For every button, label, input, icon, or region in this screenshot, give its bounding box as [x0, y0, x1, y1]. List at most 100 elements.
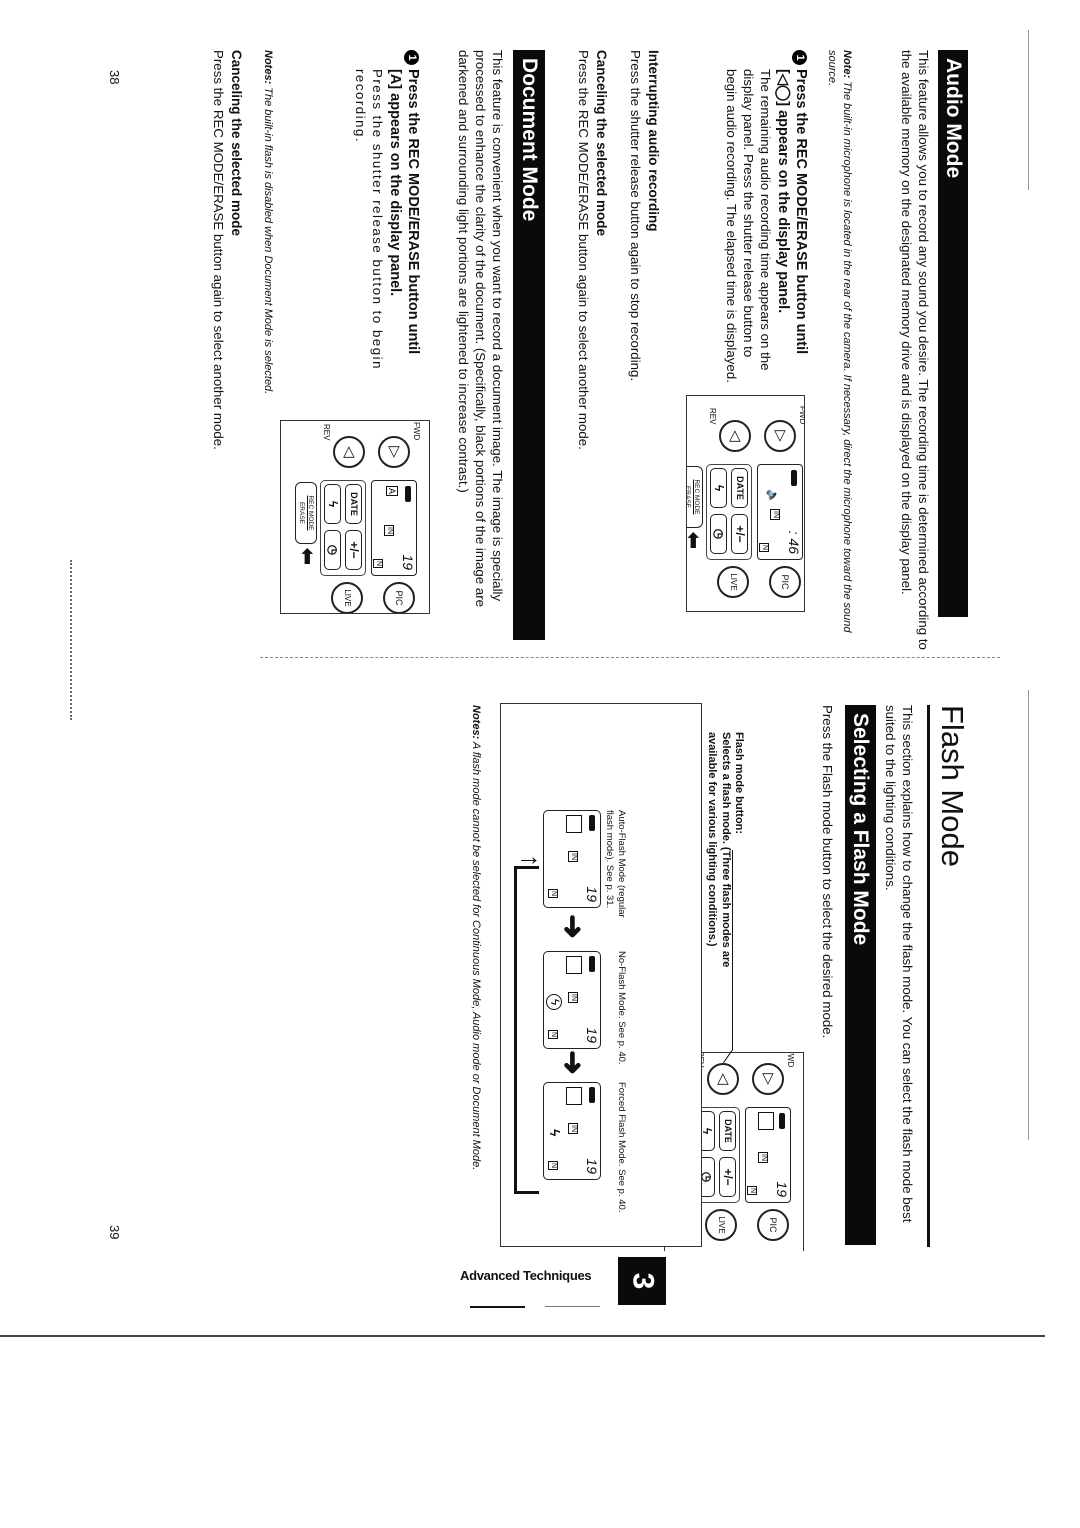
fwd-button: ▷: [752, 1063, 784, 1095]
interrupt-text: Press the shutter release button again t…: [628, 50, 643, 382]
step-heading-2: [◁◯] appears on the display panel.: [775, 69, 791, 314]
flash-instruction: Press the Flash mode button to select th…: [820, 705, 835, 1039]
erase-label: ERASE: [298, 501, 305, 525]
memory-in-icon: IN: [568, 992, 578, 1003]
frame-icon: [758, 1112, 774, 1130]
rev-button: ◁: [719, 420, 751, 452]
lcd-display: A IN N 19: [371, 480, 417, 576]
callout-text: Selects a flash mode. (Three flash modes…: [706, 732, 732, 968]
memory-in-icon: IN: [758, 1152, 768, 1163]
battery-icon: [791, 470, 797, 486]
rec-mode-label: REC MODE: [307, 495, 314, 531]
lcd-count: : 46: [786, 530, 802, 554]
flash-icon: ϟ: [547, 1129, 563, 1137]
fwd-button: ▷: [378, 436, 410, 468]
battery-icon: [589, 815, 595, 831]
rec-mode-label: REC MODE: [693, 479, 700, 515]
scan-artifact-line: [1028, 690, 1029, 1140]
document-intro: This feature is convenient when you want…: [456, 50, 505, 608]
live-button: LIVE: [717, 566, 749, 598]
camera-control-panel: FWD ▷ ◁ REV 🔈 IN N : 46 DATE +/− ϟ ◷ REC…: [686, 406, 805, 598]
page-number-right: 39: [107, 1225, 122, 1240]
quality-icon: N: [747, 1186, 757, 1196]
flash-mode-title: Flash Mode: [935, 705, 970, 867]
arrow-up-icon: ↑: [516, 854, 546, 867]
pic-button: PIC: [757, 1209, 789, 1241]
section-label: Advanced Techniques: [460, 1268, 592, 1283]
note-text: The built-in microphone is located in th…: [826, 50, 853, 633]
audio-step-1: 1Press the REC MODE/ERASE button until […: [723, 50, 810, 385]
document-step-1: 1Press the REC MODE/ERASE button until […: [352, 50, 422, 385]
frame-icon: [566, 815, 582, 833]
frame-icon: [566, 1087, 582, 1105]
flash-sequence-figure: Auto-Flash Mode (regular flash mode). Se…: [500, 703, 702, 1247]
memory-in-icon: IN: [568, 851, 578, 862]
lcd-count: 19: [584, 886, 600, 902]
button-cluster: DATE +/− ϟ ◷: [320, 480, 366, 576]
erase-label: ERASE: [686, 485, 691, 509]
chapter-tab: 3: [618, 1257, 666, 1305]
notes-label: Notes:: [470, 705, 482, 740]
step-detail: Press the shutter release button to begi…: [353, 69, 385, 370]
memory-in-icon: IN: [568, 1123, 578, 1134]
fwd-button: ▷: [764, 420, 796, 452]
plus-minus-button: +/−: [345, 530, 362, 570]
fwd-label: FWD: [412, 422, 421, 441]
document-panel-figure: FWD ▷ ◁ REV A IN N 19 DATE +/− ϟ ◷ REC M…: [280, 420, 430, 614]
interrupt-heading: Interrupting audio recording: [646, 50, 661, 232]
rev-button: ◁: [333, 436, 365, 468]
flash-icon: ϟ: [712, 484, 726, 492]
plus-minus-button: +/−: [719, 1157, 736, 1197]
page-edge-line: [0, 1335, 1045, 1337]
gutter-divider: [260, 657, 1000, 658]
self-timer-button: ◷: [324, 530, 341, 570]
timer-icon: ◷: [700, 1171, 714, 1183]
fwd-label: FWD: [798, 406, 805, 425]
rec-mode-erase-button: REC MODE ERASE: [686, 466, 703, 528]
pic-button: PIC: [769, 566, 801, 598]
date-button: DATE: [345, 484, 362, 524]
note-label: Note:: [841, 50, 853, 79]
notes-label: Notes:: [262, 50, 274, 85]
mode-label-forced: Forced Flash Mode. See p. 40.: [616, 1082, 627, 1213]
document-cancel-heading: Canceling the selected mode: [229, 50, 244, 237]
pic-button: PIC: [383, 582, 415, 614]
date-button: DATE: [731, 468, 748, 508]
flash-icon: ϟ: [326, 500, 340, 508]
mode-label-no-flash: No-Flash Mode. See p. 40.: [616, 951, 627, 1065]
rec-mode-erase-button: REC MODE ERASE: [295, 482, 317, 544]
footer-rule: [470, 1306, 525, 1308]
lcd-count: 19: [584, 1027, 600, 1043]
step-number: 1: [404, 50, 419, 65]
rev-label: REV: [322, 424, 331, 441]
speaker-icon: 🔈: [766, 489, 780, 504]
fwd-label: FWD: [786, 1052, 795, 1068]
lcd-count: 19: [774, 1181, 790, 1197]
page-number-left: 38: [107, 70, 122, 85]
return-loop-line: [514, 866, 539, 1194]
mode-label-auto: Auto-Flash Mode (regular flash mode). Se…: [604, 810, 627, 918]
audio-note: Note: The built-in microphone is located…: [824, 50, 854, 650]
quality-icon: N: [548, 1030, 558, 1040]
live-button: LIVE: [331, 582, 363, 614]
pointer-arrow-icon: ⬅: [686, 532, 704, 549]
lcd-display: 🔈 IN N : 46: [757, 464, 803, 560]
self-timer-button: ◷: [710, 514, 727, 554]
rev-button: ◁: [707, 1063, 739, 1095]
step-heading: Press the REC MODE/ERASE button until: [405, 69, 421, 355]
callout-leader-line: [732, 850, 733, 1050]
audio-mode-header: Audio Mode: [938, 50, 968, 617]
pointer-arrow-icon: ⬅: [296, 548, 318, 565]
lcd-count: 19: [400, 554, 416, 570]
lcd-count: 19: [584, 1158, 600, 1174]
battery-icon: [589, 956, 595, 972]
document-mode-icon: A: [386, 486, 398, 497]
battery-icon: [779, 1113, 785, 1129]
callout-title: Flash mode button:: [733, 732, 745, 835]
step-detail: The remaining audio recording time appea…: [724, 69, 773, 383]
audio-panel-figure: FWD ▷ ◁ REV 🔈 IN N : 46 DATE +/− ϟ ◷ REC…: [686, 395, 805, 612]
arrow-right-icon: ➜: [556, 914, 589, 940]
